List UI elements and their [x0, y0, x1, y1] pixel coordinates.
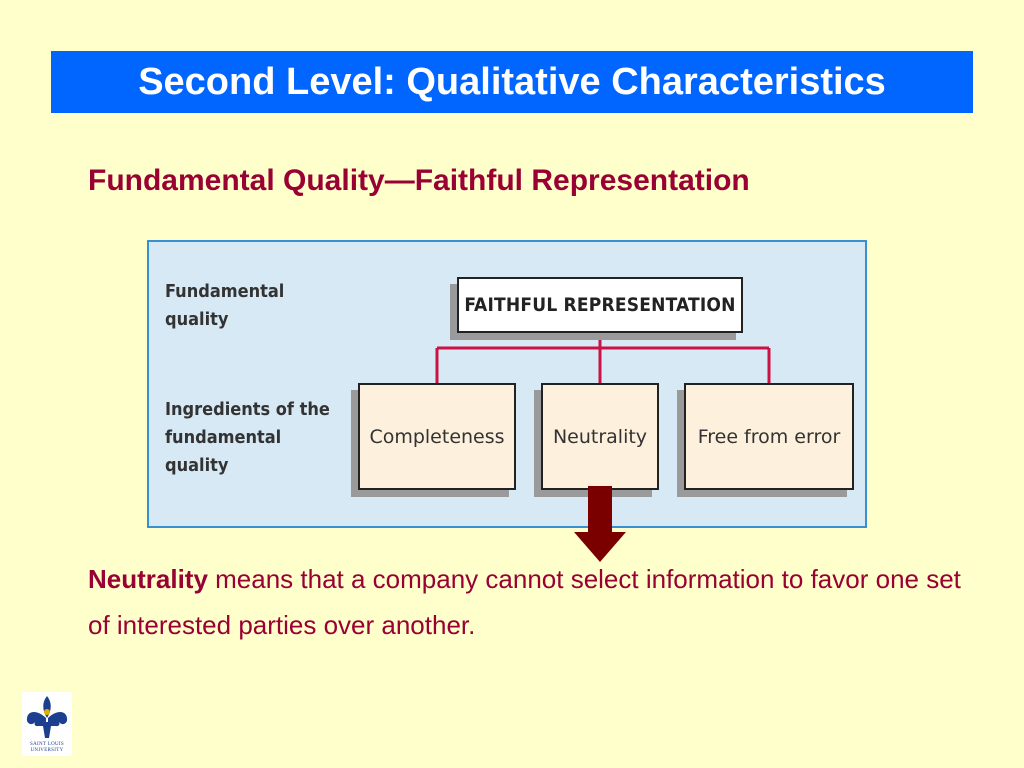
- row-label-fundamental: Fundamental quality: [165, 281, 285, 330]
- ingredient-free-from-error: Free from error: [684, 383, 854, 490]
- ingredient-neutrality: Neutrality: [541, 383, 659, 490]
- logo-caption: Saint Louis University: [30, 742, 64, 753]
- row-label-ingredients: Ingredients of the fundamental quality: [165, 399, 330, 476]
- down-arrow-icon: [574, 486, 626, 562]
- definition-text: means that a company cannot select infor…: [88, 564, 961, 640]
- slide-subtitle: Fundamental Quality—Faithful Representat…: [88, 164, 750, 197]
- neutrality-definition: Neutrality means that a company cannot s…: [88, 556, 968, 648]
- faithful-representation-box: FAITHFUL REPRESENTATION: [457, 277, 743, 333]
- connector-lines: [435, 332, 771, 384]
- ingredient-completeness: Completeness: [358, 383, 516, 490]
- fleur-de-lis-seal-icon: [22, 692, 72, 756]
- slide-title: Second Level: Qualitative Characteristic…: [138, 60, 886, 103]
- definition-term: Neutrality: [88, 564, 208, 594]
- faithful-representation-diagram: Fundamental quality Ingredients of the f…: [147, 240, 867, 528]
- title-bar: Second Level: Qualitative Characteristic…: [51, 51, 973, 113]
